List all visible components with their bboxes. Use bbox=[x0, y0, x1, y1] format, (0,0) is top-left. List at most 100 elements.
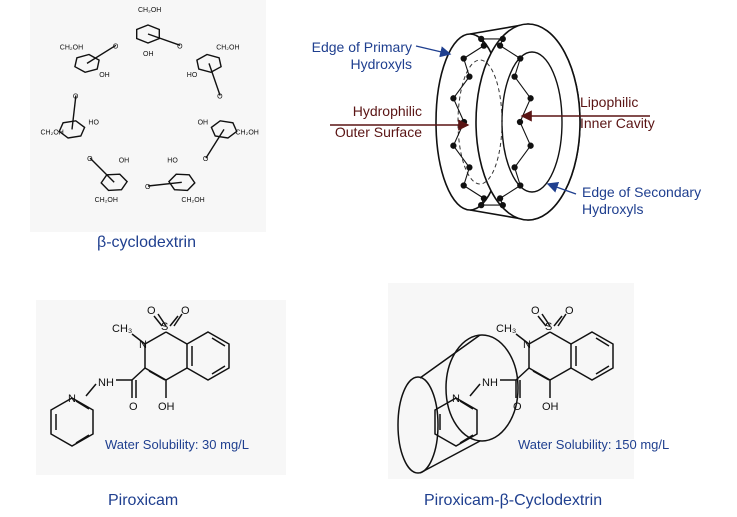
bridge-oxygen-label: O bbox=[73, 94, 79, 101]
primary-hydroxyl-label: CH₂OH bbox=[236, 129, 259, 136]
secondary-hydroxyl-label: OH bbox=[119, 158, 130, 165]
secondary-hydroxyl-label: HO bbox=[167, 158, 178, 165]
piroxicam-carbonyl-o: O bbox=[129, 401, 138, 413]
primary-hydroxyl-label: CH₂OH bbox=[181, 197, 204, 204]
atom bbox=[478, 201, 485, 209]
piroxicam-ch3: CH₃ bbox=[112, 323, 132, 335]
atom-bond bbox=[514, 58, 521, 77]
atom bbox=[480, 42, 488, 49]
atom bbox=[527, 95, 534, 102]
bridge-oxygen-label: O bbox=[113, 43, 119, 50]
glucose-unit bbox=[167, 173, 196, 192]
hydrophilic-line2: Outer Surface bbox=[334, 124, 422, 140]
cyclodextrin-torus-diagram bbox=[435, 23, 581, 221]
atom bbox=[466, 164, 473, 171]
primary-hydroxyl-label: CH₂OH bbox=[60, 45, 83, 52]
glycosidic-bond bbox=[89, 157, 115, 183]
atom bbox=[460, 55, 467, 62]
complex-cone-large-end bbox=[445, 334, 519, 442]
lipophilic-line2: Inner Cavity bbox=[580, 115, 655, 131]
atom-bond bbox=[452, 145, 470, 168]
primary-edge-label: Edge of Primary Hydroxyls bbox=[298, 39, 412, 73]
atom-bond bbox=[499, 185, 521, 199]
glycosidic-bond bbox=[147, 33, 181, 46]
atom bbox=[480, 195, 488, 202]
atom bbox=[527, 142, 534, 149]
atom-bond bbox=[452, 98, 465, 123]
piroxicam-solubility: Water Solubility: 30 mg/L bbox=[105, 437, 250, 452]
atom bbox=[511, 73, 518, 80]
complex-carbonyl-o: O bbox=[513, 401, 522, 413]
glycosidic-bond bbox=[205, 129, 225, 159]
complex-o-atom-1: O bbox=[531, 305, 540, 317]
glucose-unit bbox=[100, 173, 129, 192]
primary-hydroxyl-label: CH₂OH bbox=[95, 197, 118, 204]
atom bbox=[460, 118, 468, 126]
secondary-hydroxyl-label: OH bbox=[198, 120, 209, 127]
piroxicam-oh: OH bbox=[158, 401, 175, 413]
primary-edge-line2: Hydroxyls bbox=[350, 56, 412, 72]
atom-bond bbox=[519, 121, 532, 146]
piroxicam-pyridine-n: N bbox=[68, 393, 76, 405]
complex-oh: OH bbox=[542, 401, 559, 413]
atom-bond bbox=[514, 145, 532, 168]
torus-dashed-ring bbox=[457, 59, 503, 185]
glucose-unit bbox=[210, 120, 238, 139]
lipophilic-line1: Lipophilic bbox=[580, 94, 639, 110]
primary-hydroxyl-label: CH₂OH bbox=[138, 7, 161, 14]
atom-bond bbox=[463, 167, 470, 186]
secondary-hydroxyl-label: HO bbox=[187, 72, 198, 79]
atom bbox=[499, 35, 506, 43]
complex-cone-small-end bbox=[397, 376, 439, 474]
atom bbox=[478, 35, 485, 43]
bridge-oxygen-label: O bbox=[217, 94, 223, 101]
piroxicam-caption: Piroxicam bbox=[108, 492, 179, 509]
atom bbox=[499, 201, 506, 209]
secondary-edge-label: Edge of Secondary Hydroxyls bbox=[582, 184, 701, 218]
atom-bond bbox=[514, 167, 521, 186]
atom bbox=[450, 95, 457, 102]
atom-bond bbox=[463, 45, 485, 59]
bridge-oxygen-label: O bbox=[203, 156, 209, 163]
glycosidic-bond bbox=[71, 95, 77, 130]
glucose-unit bbox=[58, 120, 86, 139]
glycosidic-bond bbox=[147, 181, 182, 187]
atom-bond bbox=[463, 58, 470, 77]
atom-bond bbox=[452, 76, 470, 99]
piroxicam-n-atom: N bbox=[139, 339, 147, 351]
secondary-hydroxyl-label: OH bbox=[143, 51, 154, 58]
secondary-hydroxyl-label: HO bbox=[88, 120, 99, 127]
complex-caption: Piroxicam-β-Cyclodextrin bbox=[424, 492, 603, 509]
secondary-hydroxyl-label: OH bbox=[99, 72, 110, 79]
primary-edge-line1: Edge of Primary bbox=[311, 39, 412, 55]
complex-nh: NH bbox=[482, 377, 498, 389]
piroxicam-structure: S O O N CH₃ OH O NH N bbox=[50, 305, 230, 447]
complex-s-atom: S bbox=[545, 321, 552, 333]
complex-panel bbox=[388, 283, 634, 479]
glucose-unit bbox=[135, 24, 161, 44]
primary-hydroxyl-label: CH₂OH bbox=[41, 129, 64, 136]
atom-bond bbox=[499, 45, 521, 59]
glycosidic-bond bbox=[86, 44, 117, 64]
glucose-unit bbox=[196, 53, 222, 74]
primary-hydroxyl-label: CH₂OH bbox=[216, 45, 239, 52]
complex-o-atom-2: O bbox=[565, 305, 574, 317]
complex-ch3: CH₃ bbox=[496, 323, 516, 335]
lipophilic-label: Lipophilic Inner Cavity bbox=[580, 94, 655, 132]
hydrophilic-line1: Hydrophilic bbox=[352, 103, 422, 119]
bridge-oxygen-label: O bbox=[87, 156, 93, 163]
complex-solubility: Water Solubility: 150 mg/L bbox=[518, 437, 670, 452]
secondary-edge-line2: Hydroxyls bbox=[582, 201, 644, 217]
bridge-oxygen-label: O bbox=[145, 184, 151, 191]
glycosidic-bond bbox=[208, 63, 221, 96]
complex-structure: S O O N CH₃ OH O NH N bbox=[397, 305, 614, 474]
atom bbox=[466, 73, 473, 80]
atom bbox=[517, 55, 524, 62]
piroxicam-panel bbox=[36, 300, 286, 475]
complex-n-atom: N bbox=[523, 339, 531, 351]
atom bbox=[450, 142, 457, 149]
hydrophilic-label: Hydrophilic Outer Surface bbox=[322, 103, 422, 141]
atom-bond bbox=[514, 76, 532, 99]
atom bbox=[460, 182, 467, 189]
torus-inner-cavity bbox=[501, 51, 563, 193]
